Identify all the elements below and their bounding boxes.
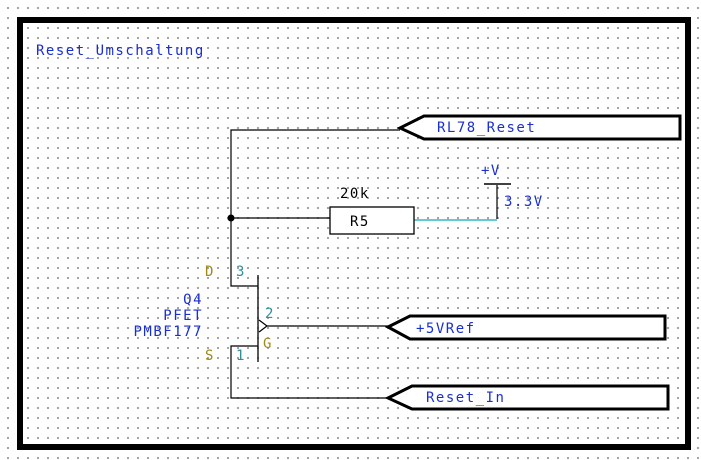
net-flag-5vref xyxy=(384,314,667,341)
drain-pin-number: 3 xyxy=(236,264,246,280)
drain-pin-letter: D xyxy=(205,264,215,280)
transistor-type: PFET xyxy=(163,308,203,324)
transistor-ref: Q4 xyxy=(183,292,203,308)
resistor-value: 20k xyxy=(340,186,370,202)
net-flag-rl78-reset xyxy=(396,114,682,141)
power-voltage: 3.3V xyxy=(504,194,544,210)
sheet-title: Reset_Umschaltung xyxy=(36,43,205,59)
transistor-part: PMBF177 xyxy=(133,324,203,340)
net-flag-reset-in xyxy=(384,384,670,411)
wire-source xyxy=(230,345,390,399)
wires xyxy=(230,129,498,399)
power-label: +V xyxy=(481,163,501,179)
gate-arrow-icon xyxy=(258,319,268,333)
gate-pin-letter: G xyxy=(263,336,273,352)
resistor-body xyxy=(329,206,415,235)
gate-pin-number: 2 xyxy=(265,306,275,322)
wire-reset-net xyxy=(230,129,400,218)
net-name-reset-in: Reset_In xyxy=(426,390,505,406)
power-symbol[interactable]: +V 3.3V xyxy=(481,163,544,210)
junction-dot xyxy=(227,214,235,222)
net-name-rl78-reset: RL78_Reset xyxy=(437,120,536,136)
transistor-q4[interactable]: 3 2 1 D G S Q4 PFET PMBF177 xyxy=(133,264,274,364)
source-pin-letter: S xyxy=(205,348,215,364)
net-label-rl78-reset[interactable]: RL78_Reset xyxy=(396,114,682,141)
resistor-ref: R5 xyxy=(350,214,370,230)
wire-drain xyxy=(230,218,258,287)
net-name-5vref: +5VRef xyxy=(416,321,476,337)
net-label-reset-in[interactable]: Reset_In xyxy=(384,384,670,411)
sheet-border xyxy=(17,17,691,450)
net-label-5vref[interactable]: +5VRef xyxy=(384,314,667,341)
source-pin-number: 1 xyxy=(236,348,246,364)
resistor-r5[interactable]: R5 20k xyxy=(329,186,415,235)
